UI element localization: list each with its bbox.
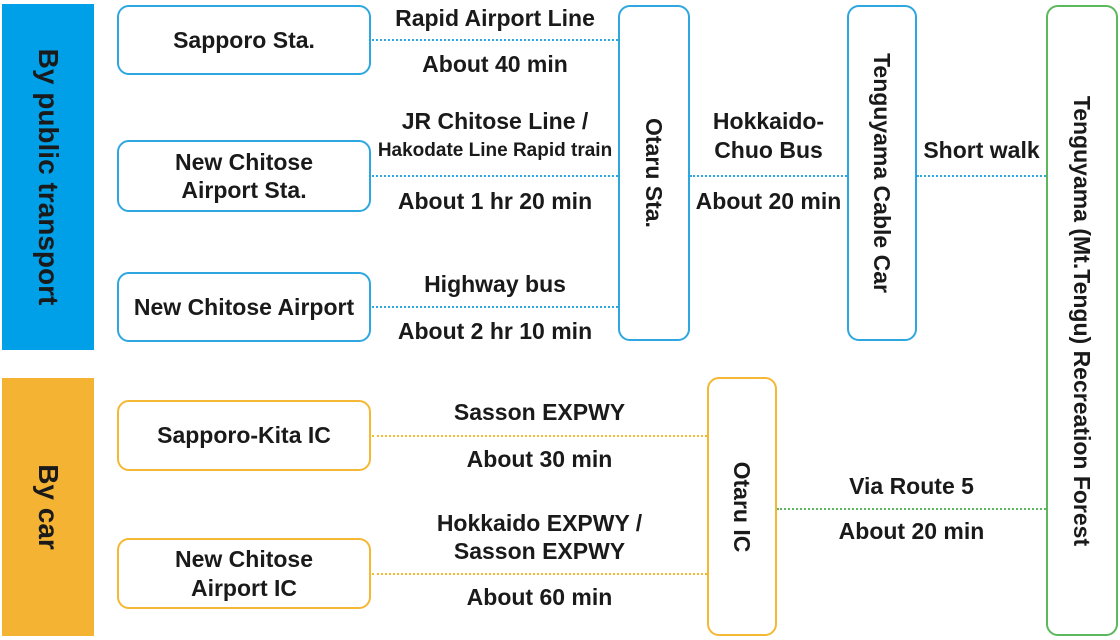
route-sapporo-time: About 40 min — [422, 51, 568, 77]
node-otaru-sta-text: Otaru Sta. — [641, 118, 668, 228]
node-new-chitose-airport-text: New Chitose Airport — [133, 293, 355, 320]
node-text-line: New Chitose — [174, 546, 314, 573]
car-label: By car — [33, 464, 64, 550]
node-text-line: New Chitose — [174, 148, 314, 175]
route-otaru-bus-2: Chuo Bus — [714, 137, 823, 163]
node-new-chitose-airport-sta: New Chitose Airport Sta. — [117, 140, 371, 212]
route-chitose-ic-time: About 60 min — [466, 584, 613, 610]
node-sapporo-kita-ic: Sapporo-Kita IC — [117, 400, 371, 471]
node-cable-car: Tenguyama Cable Car — [847, 5, 917, 341]
connector-kita-otaru-ic — [372, 435, 707, 437]
node-cable-car-text: Tenguyama Cable Car — [869, 53, 896, 293]
node-new-chitose-airport-sta-text: New Chitose Airport Sta. — [175, 148, 313, 204]
connector-cablecar-forest — [917, 175, 1046, 177]
route-otaru-ic-line: Via Route 5 — [849, 473, 974, 499]
public-transport-label: By public transport — [33, 48, 64, 306]
node-new-chitose-airport-ic: New Chitose Airport IC — [117, 538, 371, 609]
public-transport-band: By public transport — [2, 4, 94, 350]
connector-airport-otaru — [372, 306, 618, 308]
route-walk: Short walk — [923, 137, 1040, 163]
connector-chitose-ic-otaru-ic — [372, 573, 707, 575]
connector-otaru-cablecar — [690, 175, 847, 177]
node-destination: Tenguyama (Mt.Tengu) Recreation Forest — [1046, 5, 1118, 636]
route-otaru-bus-1: Hokkaido- — [712, 108, 825, 134]
node-sapporo-sta-text: Sapporo Sta. — [173, 26, 315, 53]
node-new-chitose-airport: New Chitose Airport — [117, 272, 371, 342]
route-otaru-bus-time: About 20 min — [695, 188, 842, 214]
node-otaru-ic: Otaru IC — [707, 377, 777, 636]
route-sapporo-line: Rapid Airport Line — [395, 5, 595, 31]
connector-otaru-ic-forest — [777, 508, 1046, 510]
node-sapporo-kita-ic-text: Sapporo-Kita IC — [157, 422, 331, 449]
route-otaru-ic-time: About 20 min — [838, 518, 985, 544]
route-chitose-ic-line-2: Sasson EXPWY — [453, 538, 626, 564]
route-chitose-sta-line-1: JR Chitose Line / — [401, 108, 589, 134]
node-destination-text: Tenguyama (Mt.Tengu) Recreation Forest — [1069, 95, 1096, 546]
node-new-chitose-airport-ic-text: New Chitose Airport IC — [175, 545, 313, 601]
car-band: By car — [2, 378, 94, 636]
node-otaru-ic-text: Otaru IC — [729, 461, 756, 552]
route-airport-line: Highway bus — [424, 271, 566, 297]
route-kita-time: About 30 min — [466, 446, 613, 472]
route-chitose-sta-time: About 1 hr 20 min — [397, 188, 593, 214]
node-text-line: Airport Sta. — [181, 177, 307, 203]
node-text-line: Airport IC — [190, 574, 298, 601]
node-otaru-sta: Otaru Sta. — [618, 5, 690, 341]
route-chitose-sta-line-2: Hakodate Line Rapid train — [377, 140, 613, 161]
connector-sapporo-otaru — [372, 39, 618, 41]
connector-chitose-sta-otaru — [372, 175, 618, 177]
route-kita-line: Sasson EXPWY — [453, 399, 626, 425]
node-sapporo-sta: Sapporo Sta. — [117, 5, 371, 75]
route-chitose-ic-line-1: Hokkaido EXPWY / — [436, 510, 643, 536]
route-airport-time: About 2 hr 10 min — [397, 318, 593, 344]
